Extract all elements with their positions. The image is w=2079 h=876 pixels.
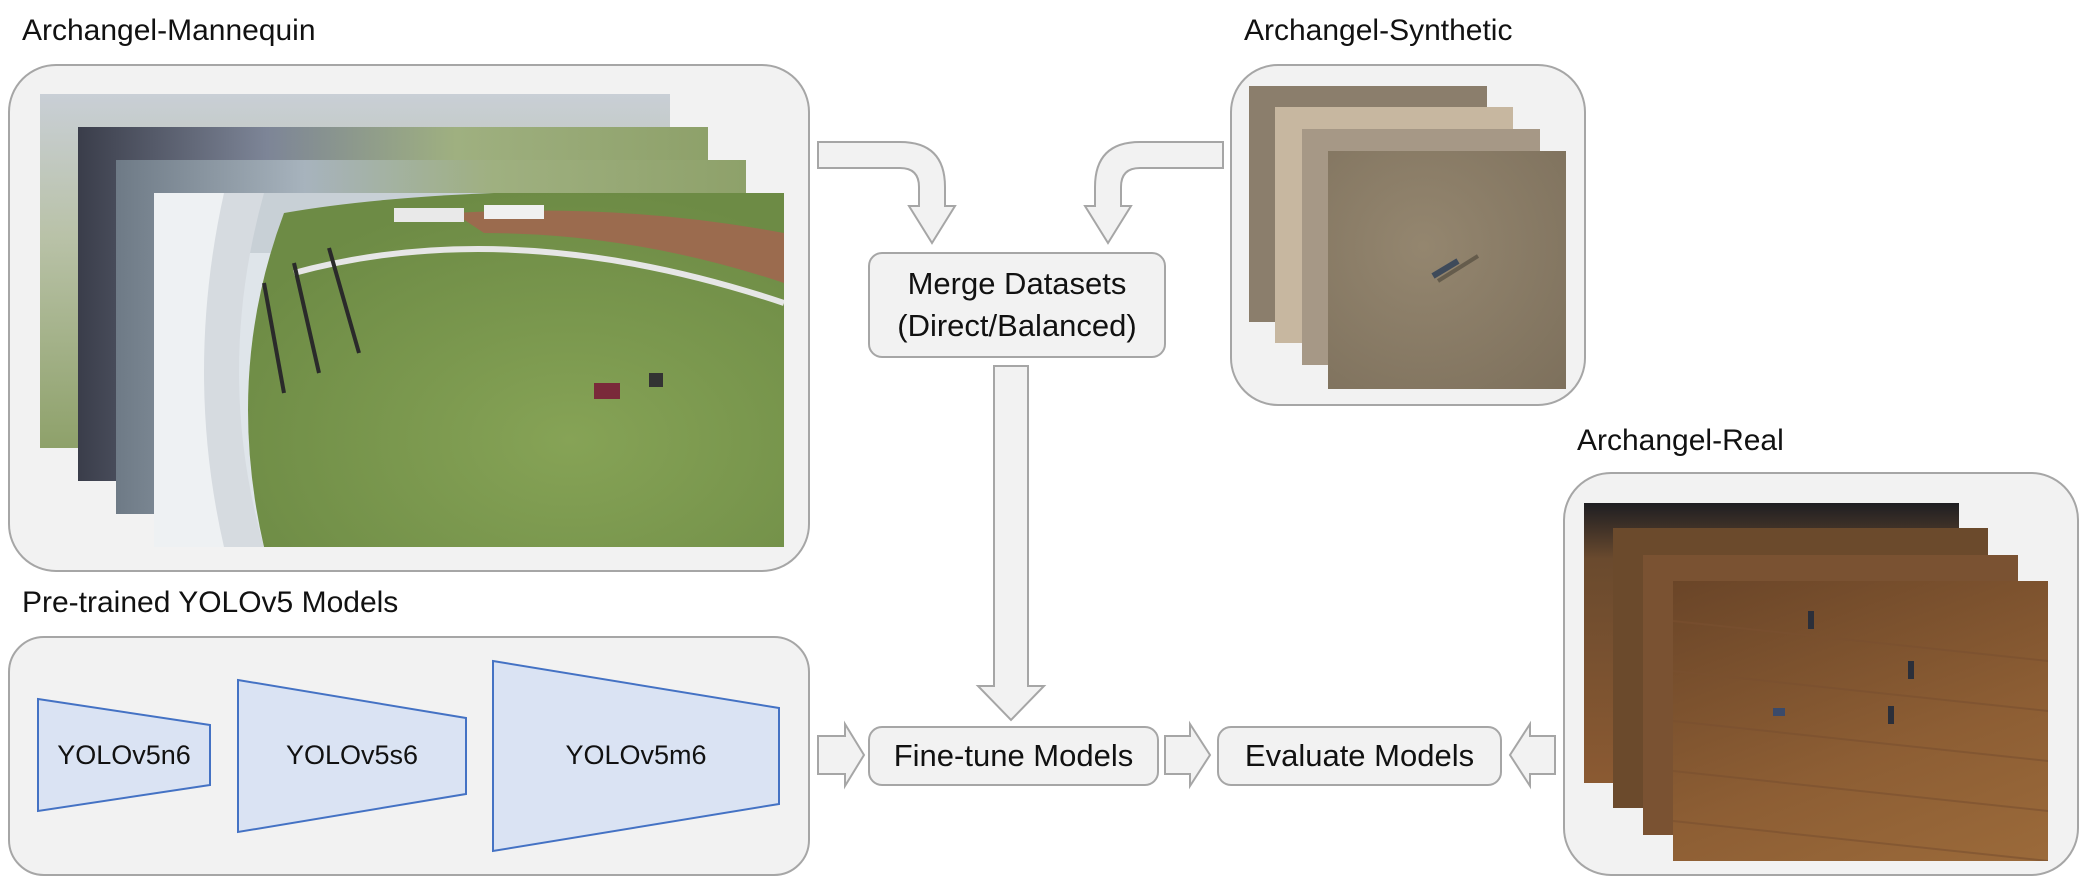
model-yolov5n6-shape bbox=[37, 697, 211, 813]
model-yolov5s6-shape bbox=[237, 678, 467, 834]
finetune-models-label: Fine-tune Models bbox=[893, 738, 1134, 774]
arrow-synthetic-to-merge bbox=[1083, 141, 1224, 245]
model-yolov5s6-label: YOLOv5s6 bbox=[285, 739, 419, 770]
title-archangel-synthetic: Archangel-Synthetic bbox=[1244, 14, 1513, 47]
title-pretrained-models: Pre-trained YOLOv5 Models bbox=[22, 586, 399, 619]
merge-datasets-line1: Merge Datasets bbox=[907, 266, 1127, 302]
arrow-merge-to-finetune bbox=[975, 365, 1047, 722]
finetune-models-node: Fine-tune Models bbox=[868, 726, 1159, 786]
evaluate-models-label: Evaluate Models bbox=[1244, 738, 1475, 774]
model-yolov5n6-label: YOLOv5n6 bbox=[57, 739, 191, 770]
model-yolov5m6-label: YOLOv5m6 bbox=[565, 739, 707, 770]
title-archangel-mannequin: Archangel-Mannequin bbox=[22, 14, 316, 47]
synthetic-figure-graphic bbox=[1431, 254, 1480, 283]
arrow-pretrained-to-finetune bbox=[817, 720, 866, 790]
fisheye-field-graphic bbox=[154, 193, 784, 547]
synthetic-image-4 bbox=[1328, 151, 1566, 389]
merge-datasets-line2: (Direct/Balanced) bbox=[897, 308, 1137, 343]
real-image-4 bbox=[1673, 581, 2048, 861]
model-yolov5m6-shape bbox=[492, 659, 780, 853]
arrow-real-to-evaluate bbox=[1508, 720, 1556, 790]
merge-datasets-node: Merge Datasets (Direct/Balanced) bbox=[868, 252, 1166, 358]
arrow-mannequin-to-merge bbox=[817, 141, 957, 245]
evaluate-models-node: Evaluate Models bbox=[1217, 726, 1502, 786]
title-archangel-real: Archangel-Real bbox=[1577, 424, 1784, 457]
mannequin-image-4 bbox=[154, 193, 784, 547]
arrow-finetune-to-evaluate bbox=[1164, 720, 1212, 790]
real-field-graphic bbox=[1673, 611, 2048, 861]
